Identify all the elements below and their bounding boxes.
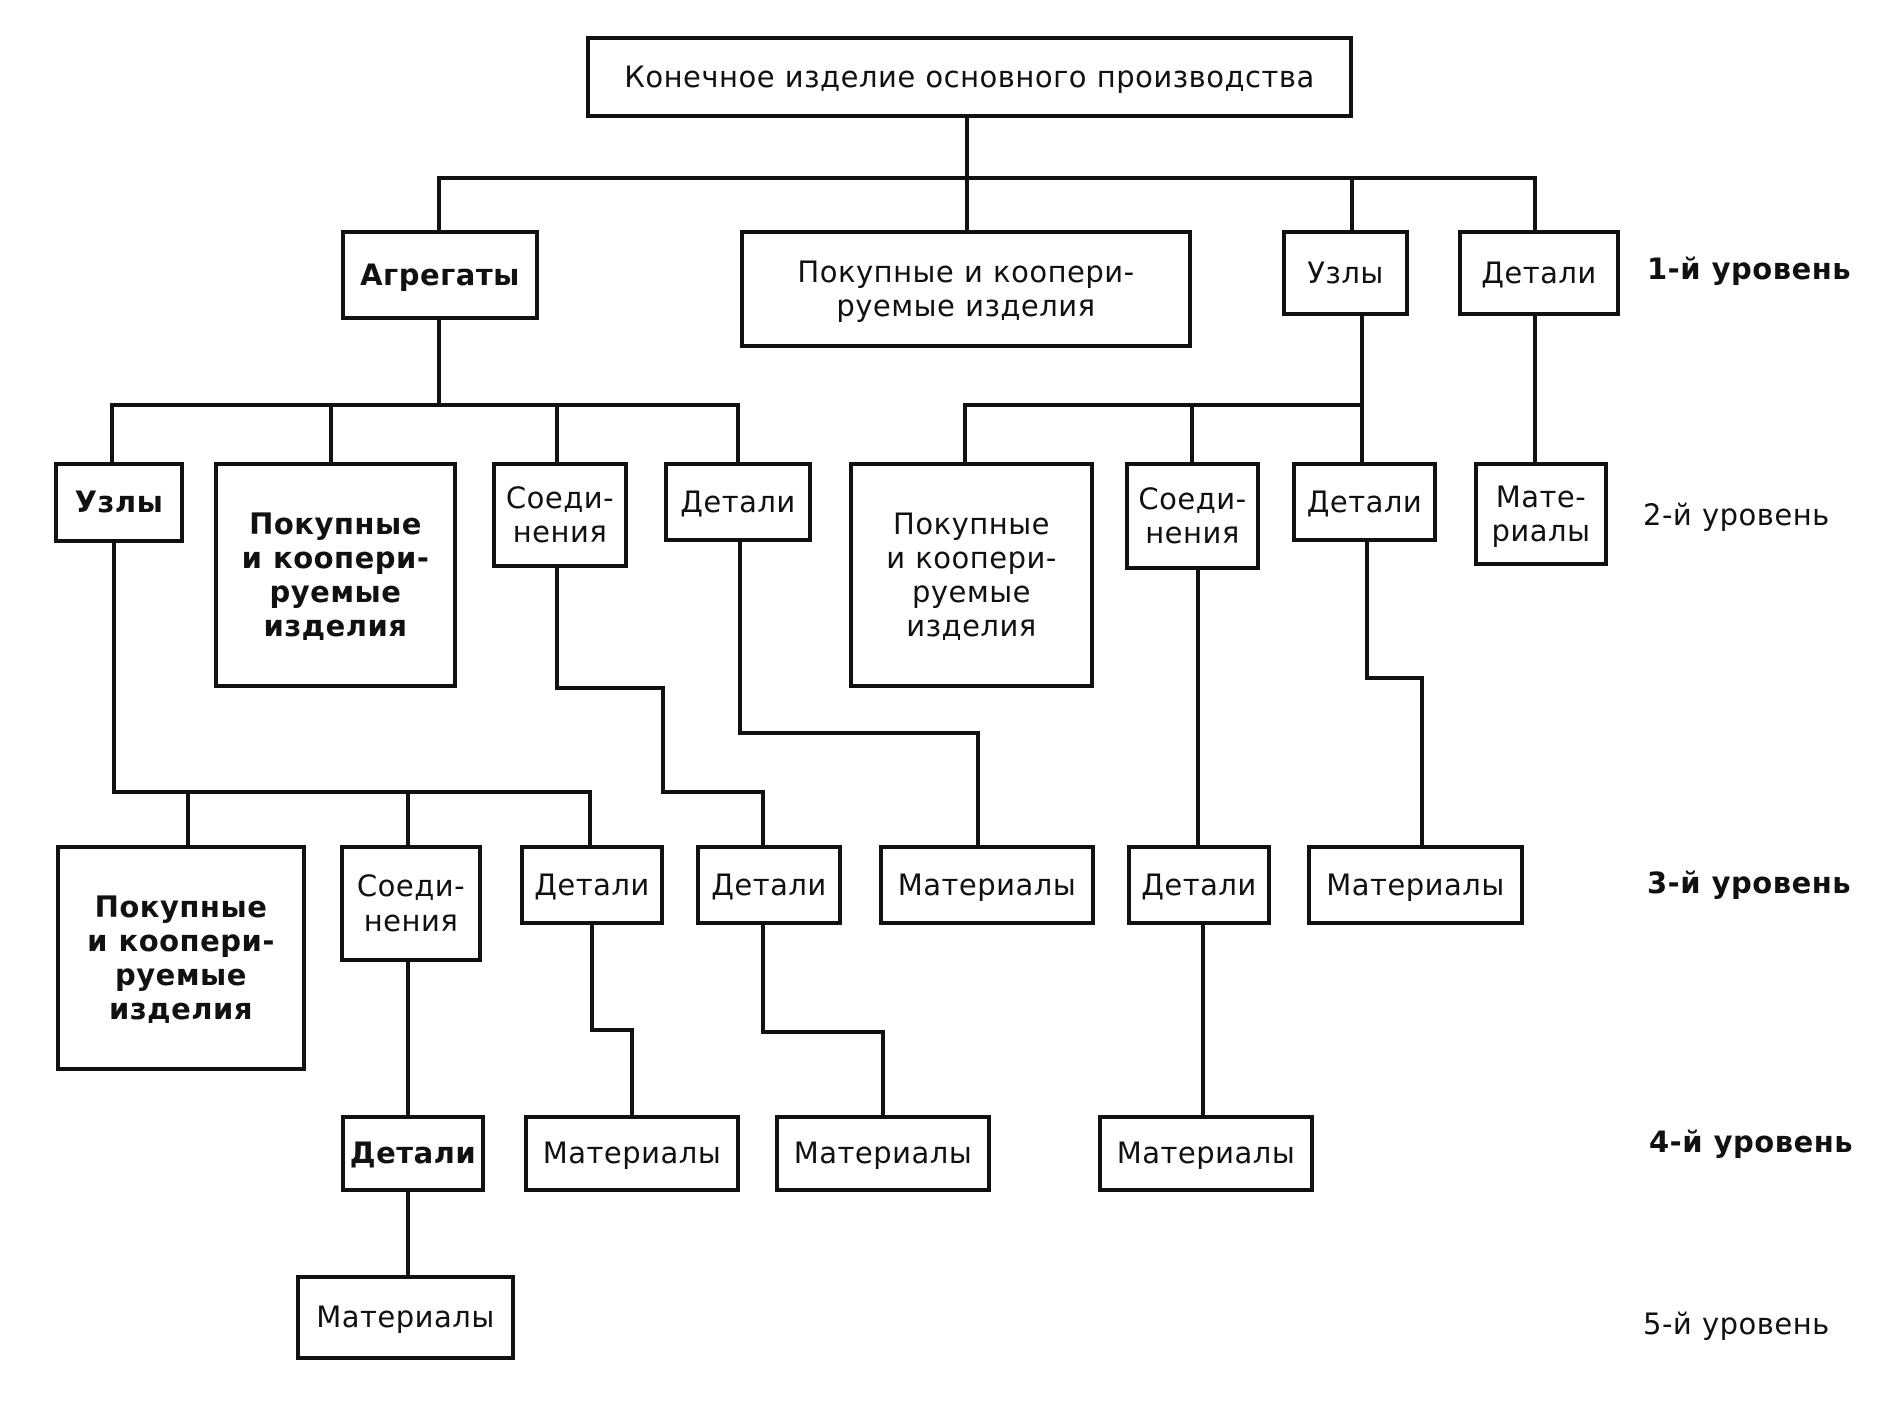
l3-parts-3-label: Детали	[1141, 867, 1257, 902]
aggregates-box: Агрегаты	[341, 230, 539, 320]
agg-purchased-label: Покупные и коопери- руемые изделия	[241, 506, 430, 644]
units-purchased-label: Покупные и коопери- руемые изделия	[886, 506, 1057, 644]
units-label: Узлы	[1307, 255, 1384, 290]
connector-aggregates-bus	[110, 403, 740, 464]
connector-agg-units-down	[112, 541, 592, 847]
l3-materials-1-box: Материалы	[879, 845, 1095, 925]
parts-materials-label: Мате- риалы	[1491, 479, 1591, 548]
parts-materials-box: Мате- риалы	[1474, 462, 1608, 566]
purchased-items-label: Покупные и коопери- руемые изделия	[797, 254, 1135, 323]
l3-materials-1-label: Материалы	[897, 867, 1077, 902]
l4-materials-1-label: Материалы	[542, 1136, 722, 1171]
l4-materials-3-label: Материалы	[1116, 1136, 1296, 1171]
l4-parts-label: Детали	[349, 1136, 477, 1171]
parts-box: Детали	[1458, 230, 1620, 316]
l3-joints-label: Соеди- нения	[356, 869, 466, 938]
l3-parts-1-box: Детали	[520, 845, 664, 925]
l3-joints-box: Соеди- нения	[340, 845, 482, 962]
connector-l3-parts2-down	[761, 923, 885, 1117]
level-2-label: 2-й уровень	[1643, 498, 1830, 532]
l3-purchased-label: Покупные и коопери- руемые изделия	[87, 889, 275, 1027]
l3-parts-3-box: Детали	[1127, 845, 1271, 925]
units-joints-box: Соеди- нения	[1125, 462, 1260, 570]
l3-parts-2-label: Детали	[711, 867, 827, 902]
parts-label: Детали	[1481, 255, 1597, 290]
units-parts-box: Детали	[1292, 462, 1437, 542]
l4-materials-2-label: Материалы	[793, 1136, 973, 1171]
agg-units-label: Узлы	[74, 485, 164, 520]
agg-units-box: Узлы	[54, 462, 184, 543]
purchased-items-box: Покупные и коопери- руемые изделия	[740, 230, 1192, 348]
level-5-label: 5-й уровень	[1643, 1307, 1830, 1341]
agg-parts-label: Детали	[680, 484, 796, 519]
units-parts-label: Детали	[1306, 484, 1423, 519]
l3-materials-2-label: Материалы	[1326, 867, 1505, 902]
l3-materials-2-box: Материалы	[1307, 845, 1524, 925]
l5-materials-label: Материалы	[316, 1300, 495, 1335]
l5-materials-box: Материалы	[296, 1275, 515, 1360]
l4-materials-2-box: Материалы	[775, 1115, 991, 1192]
connector-units-bus	[963, 403, 1364, 464]
units-box: Узлы	[1282, 230, 1409, 316]
agg-parts-box: Детали	[664, 462, 812, 542]
agg-purchased-box: Покупные и коопери- руемые изделия	[214, 462, 457, 688]
aggregates-label: Агрегаты	[360, 257, 520, 292]
connector-agg-joints-down	[555, 566, 765, 847]
connector-level1-bus	[437, 176, 1537, 232]
units-joints-label: Соеди- нения	[1138, 481, 1247, 550]
agg-joints-label: Соеди- нения	[505, 480, 615, 549]
units-purchased-box: Покупные и коопери- руемые изделия	[849, 462, 1094, 688]
connector-agg-parts-down	[738, 540, 980, 847]
level-1-label: 1-й уровень	[1647, 252, 1852, 286]
l3-parts-2-box: Детали	[696, 845, 842, 925]
level-4-label: 4-й уровень	[1649, 1125, 1854, 1159]
final-product-box: Конечное изделие основного производства	[586, 36, 1353, 118]
l4-materials-1-box: Материалы	[524, 1115, 740, 1192]
l4-materials-3-box: Материалы	[1098, 1115, 1314, 1192]
l4-parts-box: Детали	[341, 1115, 485, 1192]
connector-units-parts-down	[1365, 540, 1424, 847]
level-3-label: 3-й уровень	[1647, 866, 1852, 900]
connector-l3-parts1-down	[590, 923, 634, 1117]
agg-joints-box: Соеди- нения	[492, 462, 628, 568]
final-product-label: Конечное изделие основного производства	[624, 59, 1315, 94]
l3-purchased-box: Покупные и коопери- руемые изделия	[56, 845, 306, 1071]
l3-parts-1-label: Детали	[534, 867, 650, 902]
